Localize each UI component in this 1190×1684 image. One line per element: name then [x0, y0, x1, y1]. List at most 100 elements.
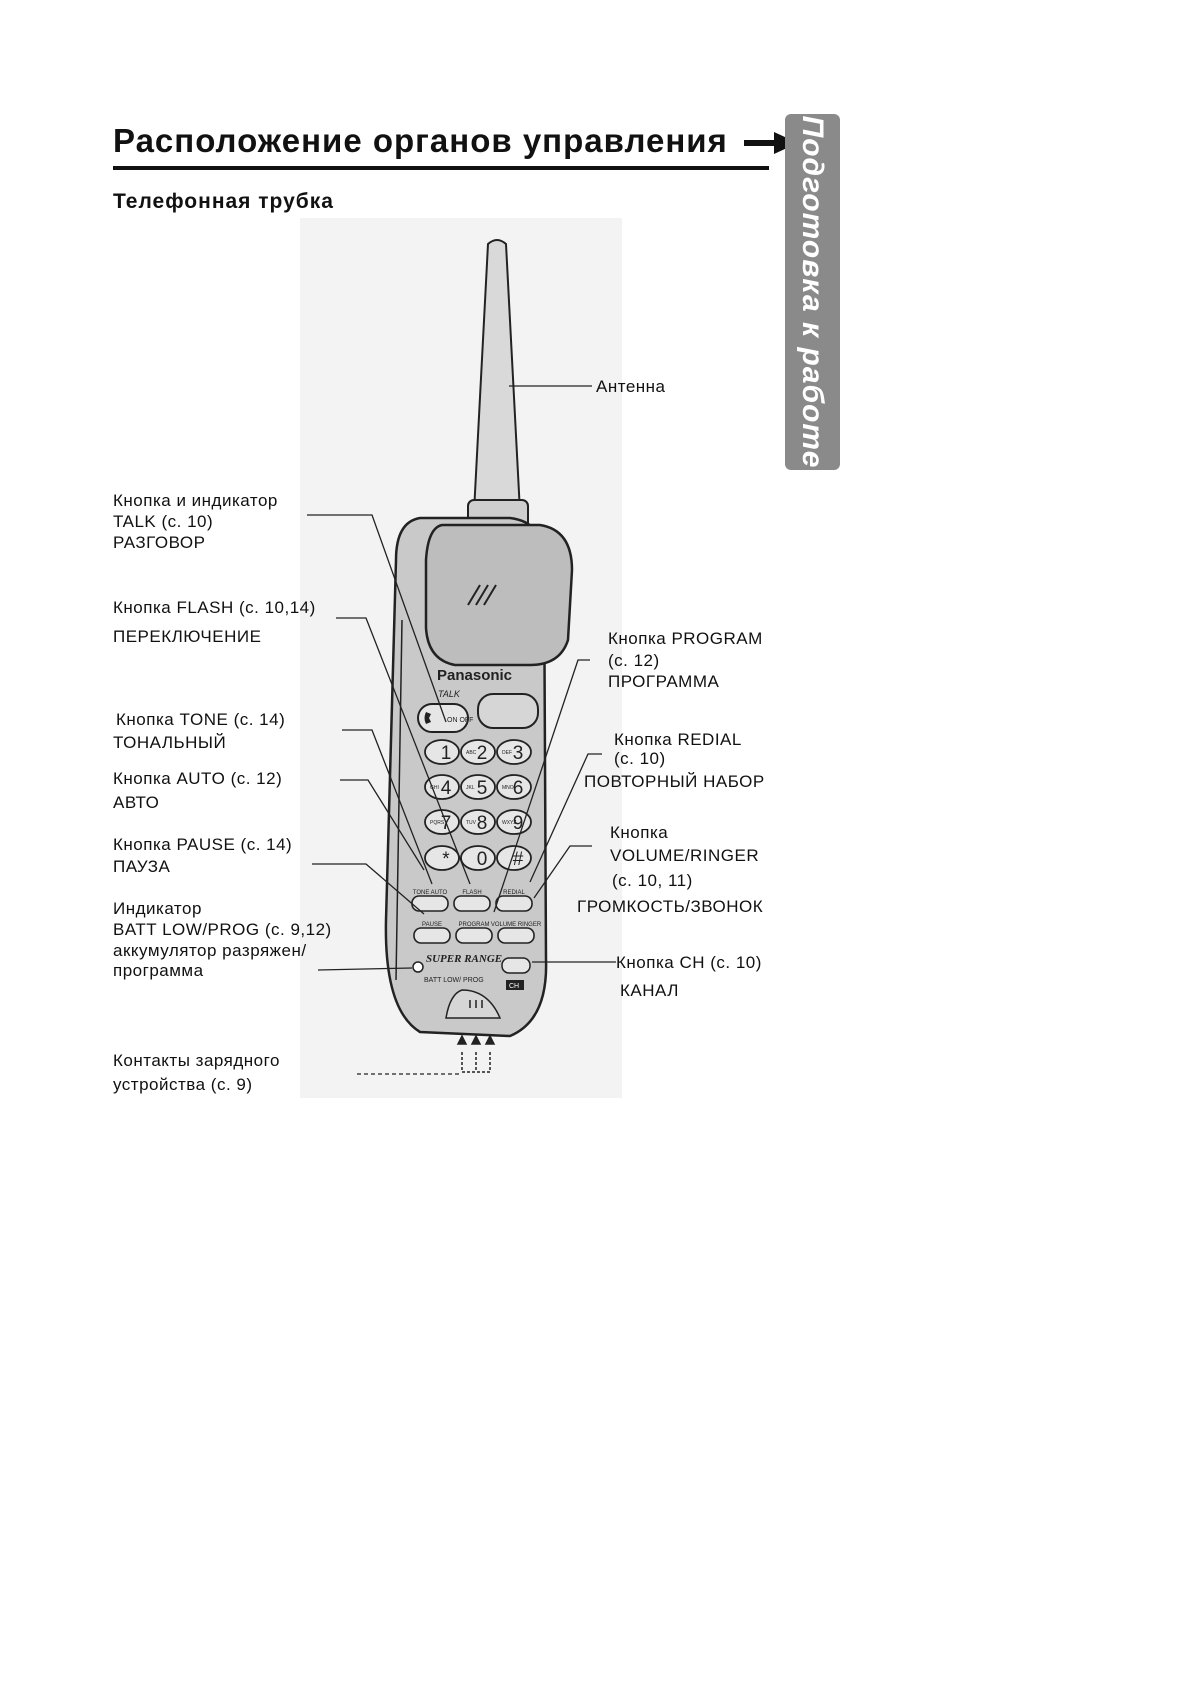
leader-volume — [533, 845, 592, 899]
key-0[interactable]: 0 — [460, 845, 496, 871]
label-pause-1: Кнопка PAUSE (с. 14) — [113, 835, 293, 854]
leader-program — [493, 659, 590, 913]
key-letters: DEF — [502, 750, 512, 756]
talk-button-onoff: ON OFF — [447, 717, 473, 724]
key-digit: 3 — [513, 743, 524, 764]
microphone — [445, 989, 502, 1019]
label-auto-1: Кнопка AUTO (с. 12) — [113, 769, 283, 788]
leader-redial — [529, 753, 602, 883]
ch-label-box — [506, 980, 524, 990]
batt-low-prog-text: BATT LOW/ PROG — [424, 977, 484, 984]
page-title-text: Расположение органов управления — [113, 122, 728, 159]
label-volume-4: ГРОМКОСТЬ/ЗВОНОК — [577, 897, 764, 916]
function-button-label: VOLUME RINGER — [491, 922, 542, 928]
label-batt-3: аккумулятор разряжен/ — [113, 941, 307, 960]
side-tab: Подготовка к работе — [785, 114, 840, 470]
label-talk-2: TALK (с. 10) — [113, 512, 214, 531]
label-flash-1: Кнопка FLASH (с. 10,14) — [113, 598, 316, 617]
label-program-2: (с. 12) — [608, 651, 660, 670]
function-button-label: PAUSE — [422, 922, 442, 928]
key-letters: JKL — [466, 785, 475, 791]
label-contacts-1: Контакты зарядного — [113, 1051, 280, 1070]
key-digit: 2 — [477, 743, 488, 764]
label-batt-4: программа — [113, 961, 204, 980]
key-pound[interactable]: # — [496, 845, 532, 871]
label-ch-2: КАНАЛ — [620, 981, 679, 1000]
earpiece — [424, 523, 574, 667]
label-batt-1: Индикатор — [113, 899, 202, 918]
key-letters: PQRS — [430, 820, 445, 826]
key-digit: 9 — [513, 813, 524, 834]
function-button-flash[interactable]: FLASH — [453, 890, 491, 912]
label-pause-2: ПАУЗА — [113, 857, 171, 876]
label-program-1: Кнопка PROGRAM — [608, 629, 763, 648]
leader-tone — [342, 729, 433, 885]
function-button-label: PROGRAM — [458, 922, 489, 928]
key-digit: 8 — [477, 813, 488, 834]
label-program-3: ПРОГРАММА — [608, 672, 720, 691]
label-volume-2: VOLUME/RINGER — [610, 846, 760, 865]
title-underline — [113, 166, 769, 170]
antenna — [472, 239, 522, 513]
leader-talk — [307, 514, 447, 723]
function-button-program[interactable]: PROGRAM — [455, 922, 493, 944]
display-window — [477, 693, 539, 729]
label-talk-3: РАЗГОВОР — [113, 533, 206, 552]
brand-logo: Panasonic — [437, 667, 512, 684]
key-digit: 5 — [477, 778, 488, 799]
earpiece-slot — [467, 584, 497, 606]
leader-lines — [307, 385, 616, 1075]
label-volume-3: (с. 10, 11) — [612, 871, 693, 890]
mic-slots — [469, 1000, 483, 1008]
function-button-label: REDIAL — [503, 890, 525, 896]
label-auto-2: АВТО — [113, 793, 160, 812]
key-digit: 1 — [441, 743, 452, 764]
label-tone-1: Кнопка TONE (с. 14) — [116, 710, 286, 729]
label-volume-1: Кнопка — [610, 823, 669, 842]
talk-button — [417, 703, 469, 733]
key-letters: MNO — [502, 785, 514, 791]
key-digit: 4 — [441, 778, 452, 799]
charger-contacts — [456, 1034, 496, 1073]
label-redial-2: (с. 10) — [614, 749, 666, 768]
label-contacts-2: устройства (с. 9) — [113, 1075, 253, 1094]
key-letters: WXYZ — [502, 820, 516, 826]
key-letters: ABC — [466, 750, 477, 756]
phone-icon — [424, 712, 431, 724]
ch-button — [501, 957, 531, 974]
function-button-label: FLASH — [462, 890, 481, 896]
function-button-volume-ringer[interactable]: VOLUME RINGER — [491, 922, 542, 944]
key-star[interactable]: * — [424, 845, 460, 871]
ch-label-text: CH — [509, 983, 519, 990]
function-button-redial[interactable]: REDIAL — [495, 890, 533, 912]
label-batt-2: BATT LOW/PROG (с. 9,12) — [113, 920, 332, 939]
key-digit: 0 — [477, 849, 488, 870]
label-antenna: Антенна — [596, 377, 666, 396]
key-letters: TUV — [466, 820, 477, 826]
key-digit: # — [513, 849, 524, 870]
key-digit: 6 — [513, 778, 524, 799]
batt-low-prog-indicator — [412, 961, 424, 973]
super-range-logo: SUPER RANGE — [426, 953, 502, 965]
function-button-label: TONE AUTO — [413, 890, 448, 896]
label-talk-1: Кнопка и индикатор — [113, 491, 278, 510]
leader-pause — [312, 863, 425, 915]
label-ch-1: Кнопка CH (с. 10) — [616, 953, 762, 972]
label-redial-3: ПОВТОРНЫЙ НАБОР — [584, 772, 765, 791]
key-1[interactable]: 1 — [424, 739, 460, 765]
label-tone-2: ТОНАЛЬНЫЙ — [113, 733, 227, 752]
key-letters: GHI — [430, 785, 439, 791]
leader-flash — [336, 617, 471, 885]
function-button-pause[interactable]: PAUSE — [413, 922, 451, 944]
section-title: Телефонная трубка — [113, 190, 334, 213]
page-title: Расположение органов управления — [113, 122, 798, 160]
